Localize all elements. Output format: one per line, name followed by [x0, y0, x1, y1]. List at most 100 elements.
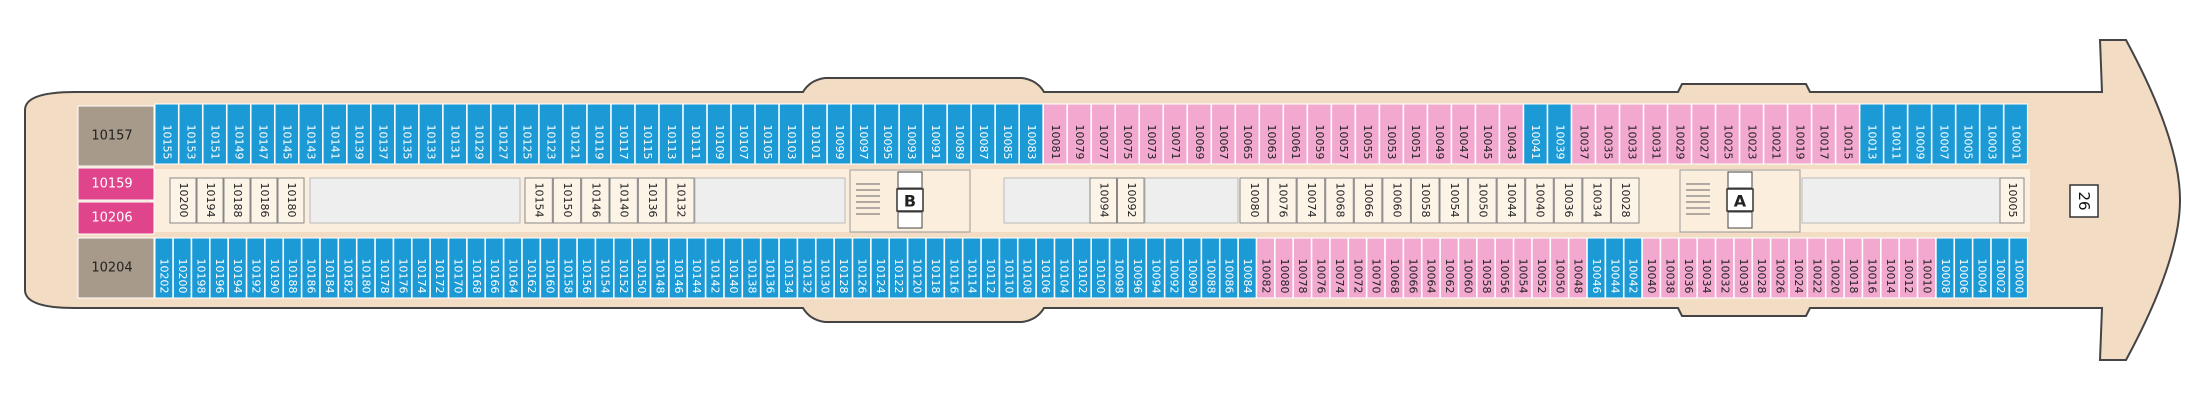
- inner-fwd-cabin: [1239, 177, 1269, 224]
- cabin-number: 10054: [1517, 259, 1530, 294]
- cabin-number: 10096: [1131, 259, 1144, 294]
- inner-fwd-cabin: [1582, 177, 1611, 224]
- stair-b-label: B: [904, 192, 916, 211]
- inner-fwd-cabin: [1525, 177, 1554, 224]
- bottom-row-cabin: [705, 237, 725, 299]
- bottom-row-cabin: [246, 237, 266, 299]
- cabin-number: 10043: [1505, 125, 1518, 160]
- cabin-number: 10085: [1001, 125, 1014, 160]
- stair-a-lift: [1727, 171, 1753, 189]
- top-row-cabin: [586, 103, 612, 165]
- top-row-cabin: [682, 103, 708, 165]
- stair-a-sign: [1726, 188, 1754, 212]
- cabin-number: 10130: [819, 259, 832, 294]
- cabin-number: 10044: [1608, 259, 1621, 294]
- bottom-row-cabin: [1660, 237, 1680, 299]
- cabin-number: 10122: [892, 259, 905, 294]
- top-row-cabin: [1691, 103, 1716, 165]
- top-row-cabin: [1547, 103, 1572, 165]
- bottom-row-cabin: [1127, 237, 1147, 299]
- aft-cabin: [77, 237, 155, 299]
- cabin-number: 10184: [323, 259, 336, 294]
- inner-mid-aft-cabin: [524, 177, 553, 224]
- bottom-row-cabin: [999, 237, 1018, 299]
- cabin-number: 10107: [737, 125, 750, 160]
- cabin-number: 10105: [761, 125, 774, 160]
- top-row-cabin: [202, 103, 227, 165]
- bottom-row-cabin: [356, 237, 376, 299]
- cabin-number: 10091: [929, 125, 942, 160]
- cabin-number: 10170: [451, 259, 464, 294]
- bottom-row-cabin: [264, 237, 284, 299]
- top-row-cabin: [418, 103, 444, 165]
- bottom-row-cabin: [2009, 237, 2028, 299]
- top-row-cabin: [490, 103, 516, 165]
- cabin-number: 10022: [1810, 259, 1823, 294]
- cabin-number: 10051: [1409, 125, 1422, 160]
- bottom-row-cabin: [1292, 237, 1312, 299]
- bottom-row-cabin: [1807, 237, 1826, 299]
- top-row-cabin: [1066, 103, 1092, 165]
- bottom-row-cabin: [1237, 237, 1257, 299]
- bottom-row-cabin: [283, 237, 302, 299]
- inner-fwd-cabin: [1296, 177, 1326, 224]
- inner-cabin-number: 10094: [1097, 183, 1110, 218]
- cabin-number: 10104: [1057, 259, 1070, 294]
- cabin-number: 10056: [1498, 259, 1511, 294]
- cabin-number: 10143: [305, 125, 318, 160]
- bottom-row-cabin: [1972, 237, 1992, 299]
- cabin-number: 10062: [1443, 259, 1456, 294]
- cabin-number: 10069: [1193, 125, 1206, 160]
- bottom-row-cabin: [870, 237, 890, 299]
- cabin-number: 10166: [488, 259, 501, 294]
- inner-cabin-number: 10140: [618, 183, 631, 218]
- cabin-number: 10089: [953, 125, 966, 160]
- cabin-number: 10128: [837, 259, 850, 294]
- cabin-number: 10004: [1976, 259, 1989, 294]
- inner-cabin-number: 10180: [285, 183, 298, 218]
- cabin-number: 10126: [855, 259, 868, 294]
- inner-cabin-number: 10150: [561, 183, 574, 218]
- bottom-row-cabin: [778, 237, 798, 299]
- top-row-cabin: [1091, 103, 1116, 165]
- bottom-row-cabin: [1843, 237, 1863, 299]
- cabin-number: 10017: [1817, 125, 1830, 160]
- bottom-row-cabin: [1696, 237, 1716, 299]
- bottom-row-cabin: [944, 237, 963, 299]
- cabin-number: 10164: [507, 259, 520, 294]
- cabin-number: 10072: [1351, 259, 1364, 294]
- lounge-area: [1144, 177, 1239, 224]
- cabin-number: 10168: [470, 259, 483, 294]
- cabin-number: 10119: [593, 125, 606, 160]
- top-row-cabin: [2003, 103, 2028, 165]
- lounge-area: [309, 177, 521, 224]
- bottom-row-cabin: [1366, 237, 1386, 299]
- cabin-number: 10030: [1737, 259, 1750, 294]
- cabin-number: 10079: [1073, 125, 1086, 160]
- cabin-number: 10000: [2012, 259, 2025, 294]
- stair-b-lift: [897, 171, 923, 189]
- bottom-row-cabin: [668, 237, 688, 299]
- bottom-row-cabin: [1054, 237, 1074, 299]
- inner-aft-cabin: [196, 177, 224, 224]
- bottom-row-cabin: [962, 237, 982, 299]
- inner-fwd-cabin: [1439, 177, 1469, 224]
- cabin-number: 10174: [415, 259, 428, 294]
- bottom-row-cabin: [980, 237, 1000, 299]
- top-row-cabin: [1907, 103, 1932, 165]
- cabin-number: 10061: [1289, 125, 1302, 160]
- stair-b-lift: [897, 211, 923, 229]
- top-row-cabin: [1763, 103, 1788, 165]
- bottom-row-cabin: [191, 237, 210, 299]
- inner-cabin-number: 10050: [1476, 183, 1489, 218]
- bottom-row-cabin: [631, 237, 651, 299]
- bottom-row-cabin: [521, 237, 541, 299]
- bottom-row-cabin: [1329, 237, 1349, 299]
- bottom-row-cabin: [1880, 237, 1900, 299]
- top-row-cabin: [178, 103, 203, 165]
- top-row-cabin: [442, 103, 468, 165]
- cabin-number: 10140: [727, 259, 740, 294]
- aft-cabin: [77, 167, 155, 201]
- cabin-number: 10009: [1913, 125, 1926, 160]
- cabin-number: 10046: [1590, 259, 1603, 294]
